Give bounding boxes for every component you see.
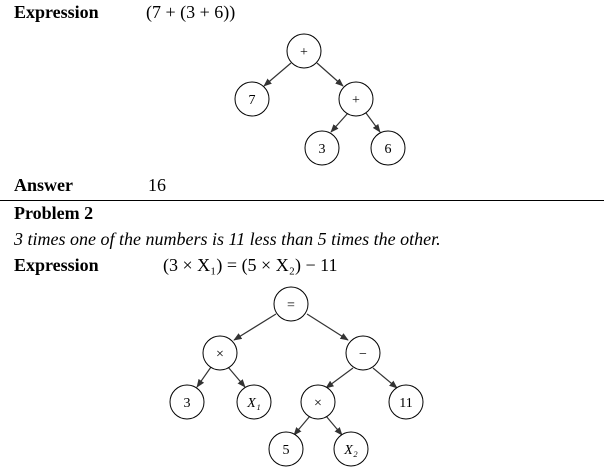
tree-edge [330,112,349,133]
svg-text:11: 11 [399,396,412,411]
svg-text:−: − [359,347,367,362]
tree-edge [365,112,381,133]
tree-node-right-right: 11 [388,384,424,420]
problem2-expression: (3 × X₁) = (5 × X₂) − 11 [163,255,338,275]
svg-text:×: × [216,347,224,362]
tree-edge [306,313,349,341]
problem2-statement: 3 times one of the numbers is 11 less th… [14,229,441,249]
tree-node-right-left-right: X₂ [333,431,369,467]
tree-node-right: + [338,81,374,117]
tree-edge [263,62,292,87]
tree-node-left-right: X₁ [236,384,272,420]
tree-node-right-left: 3 [304,130,340,166]
tree-edge [196,366,212,388]
tree-edge [325,367,354,389]
svg-text:×: × [314,396,322,411]
tree-node-root: + [286,33,322,69]
svg-text:X₂: X₂ [343,443,358,458]
problem1-expression: (7 + (3 + 6)) [146,2,236,22]
svg-text:3: 3 [184,396,191,411]
tree-edge [293,415,311,436]
svg-text:X₁: X₁ [246,396,260,411]
tree-node-right-right: 6 [370,130,406,166]
svg-text:5: 5 [283,443,290,458]
tree-edge [325,415,343,436]
problem1-answer-label: Answer [14,175,73,195]
tree-edge [227,366,246,388]
tree-edge [233,313,277,341]
svg-text:=: = [287,298,295,313]
tree-node-left-left: 3 [169,384,205,420]
tree-node-right-left: × [300,384,336,420]
tree-node-left: 7 [234,81,270,117]
tree-node-root: = [273,286,309,322]
problem2-expression-label: Expression [14,255,99,275]
svg-text:7: 7 [249,93,256,108]
tree-node-right-left-left: 5 [268,431,304,467]
tree-node-left: × [202,335,238,371]
problem1-expression-label: Expression [14,2,99,22]
svg-text:+: + [352,93,360,108]
problem1-answer: 16 [148,175,166,195]
svg-text:3: 3 [319,142,326,157]
tree-edge [372,367,398,389]
problem1-expression-tree: + 7 + 3 6 [234,33,406,166]
tree-edge [316,62,344,87]
section-divider [0,200,604,201]
svg-text:+: + [300,45,308,60]
tree-node-right: − [345,335,381,371]
svg-text:6: 6 [385,142,392,157]
problem2-title: Problem 2 [14,203,94,223]
